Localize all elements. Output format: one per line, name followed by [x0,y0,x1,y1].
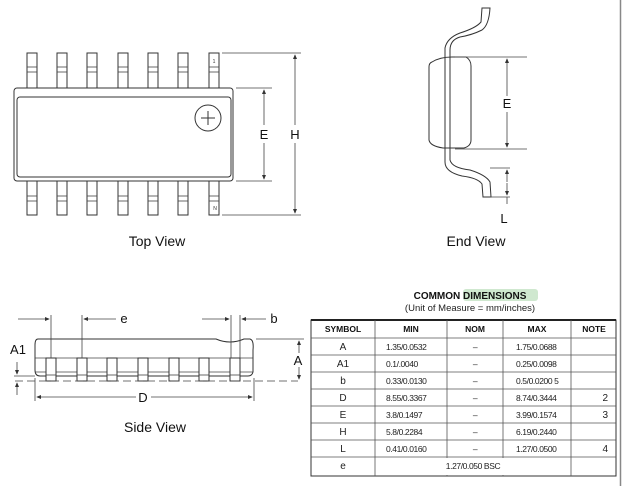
end-dim-e-label: E [503,96,512,111]
pin-lead [177,52,189,89]
table-title-part1: COMMON [414,291,461,302]
cell-max: 8.74/0.3444 [516,393,557,403]
cell-symbol: A1 [337,359,350,370]
dim-e-label: E [260,127,269,142]
column-header: MIN [403,324,419,334]
cell-min: 3.8/0.1497 [386,410,423,420]
table-header-row: SYMBOL MIN NOM MAX NOTE [325,324,606,334]
cell-max: 6.19/0.2440 [516,427,557,437]
pin-lead [86,52,98,89]
cell-symbol: D [339,393,346,404]
cell-nom: – [473,410,478,420]
table-row: A 1.35/0.0532 – 1.75/0.0688 [340,342,558,353]
cell-max: 0.5/0.0200 5 [516,376,559,386]
pin-lead [26,52,38,89]
cell-symbol: b [340,376,346,387]
dim-a1-label: A1 [10,342,26,357]
dim-d-label: D [138,390,147,405]
cell-max: 1.75/0.0688 [516,342,557,352]
pin-lead [86,180,98,216]
cell-symbol: H [339,427,346,438]
cell-nom: – [473,342,478,352]
column-header: MAX [528,324,547,334]
table-row: A1 0.1/.0040 – 0.25/0.0098 [337,359,558,370]
cell-max: 0.25/0.0098 [516,359,557,369]
top-view: 1 N E H Top View [13,52,301,249]
top-view-label: Top View [129,233,186,249]
end-view: E L End View [428,7,527,249]
cell-nom: – [473,376,478,386]
side-view: A A1 D e b Side View [10,311,304,435]
pin-lead [56,52,68,89]
cell-max: 1.27/0.0500 [516,444,557,454]
pin-lead [117,180,129,216]
pin-lead [56,180,68,216]
cell-min: 0.1/.0040 [386,359,419,369]
end-dim-l-label: L [500,211,507,226]
top-body-inner [16,96,232,178]
dim-a-label: A [294,353,303,368]
pin1-mark: 1 [213,59,216,65]
cell-min: 0.33/0.0130 [386,376,427,386]
pin-lead [117,52,129,89]
cell-min: 1.35/0.0532 [386,342,427,352]
cell-nom: – [473,444,478,454]
pin-lead [168,357,180,382]
table-subtitle: (Unit of Measure = mm/inches) [405,303,535,314]
pin-lead [76,357,88,382]
cell-symbol: L [340,444,346,455]
side-view-label: Side View [124,419,187,435]
cell-symbol: E [340,410,347,421]
pin-lead [106,357,118,382]
table-row: b 0.33/0.0130 – 0.5/0.0200 5 [340,376,559,387]
table-row: E 3.8/0.1497 – 3.99/0.1574 3 [340,410,609,421]
cell-value: 1.27/0.050 BSC [446,461,501,471]
pin-lead [198,357,210,382]
table-row: H 5.8/0.2284 – 6.19/0.2440 [339,427,557,438]
cell-note: 3 [602,410,608,421]
dim-h-label: H [290,127,299,142]
table-title-part2: DIMENSIONS [463,291,527,302]
pin-lead [137,357,149,382]
cell-max: 3.99/0.1574 [516,410,557,420]
column-header: SYMBOL [325,324,361,334]
end-lead [444,7,492,198]
cell-min: 5.8/0.2284 [386,427,423,437]
end-body-outline [428,56,472,149]
end-view-label: End View [447,233,507,249]
pin-lead [26,180,38,216]
cell-nom: – [473,359,478,369]
table-row: L 0.41/0.0160 – 1.27/0.0500 4 [340,444,608,455]
pin-lead [45,357,57,382]
title-highlight [463,289,538,301]
table-title: COMMON DIMENSIONS [414,291,527,302]
column-header: NOM [465,324,485,334]
pinN-mark: N [213,206,217,212]
cell-note: 4 [602,444,608,455]
cell-min: 0.41/0.0160 [386,444,427,454]
pin-lead [177,180,189,216]
pin-lead [147,180,159,216]
side-pins [45,357,241,382]
table-row: e 1.27/0.050 BSC [340,458,504,475]
pin1-indicator-icon [194,104,222,132]
cell-min: 8.55/0.3367 [386,393,427,403]
pin-lead [229,357,241,382]
dimensions-table: COMMON DIMENSIONS (Unit of Measure = mm/… [310,289,617,477]
dim-e-pitch-label: e [120,311,127,326]
cell-nom: – [473,427,478,437]
cell-symbol: A [340,342,347,353]
pin-lead [147,52,159,89]
top-pins [26,52,220,216]
top-body-outline [13,87,234,182]
side-body-outline [34,338,254,377]
cell-note: 2 [602,393,608,404]
table-row: D 8.55/0.3367 – 8.74/0.3444 2 [339,393,608,404]
cell-symbol: e [340,461,346,472]
cell-nom: – [473,393,478,403]
dim-b-label: b [270,311,277,326]
column-header: NOTE [582,324,606,334]
